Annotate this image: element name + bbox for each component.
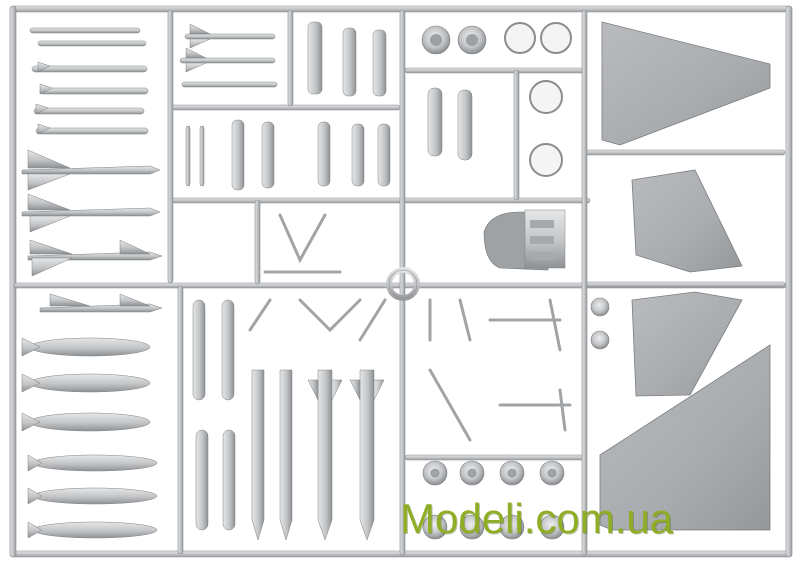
sprue-center-ring [386, 267, 420, 301]
watermark-text: Modeli.com.ua [400, 495, 674, 542]
pylon-parts-group [185, 21, 473, 191]
cockpit-panel-part [483, 209, 566, 271]
landing-gear-parts [248, 213, 572, 442]
small-missile-parts-group [179, 23, 278, 88]
wing-parts-group [599, 21, 771, 531]
vertical-missile-parts [192, 299, 385, 541]
missile-parts-group [21, 27, 163, 277]
sprue-frame [9, 5, 793, 558]
intake-ring-parts [421, 22, 572, 177]
bomb-parts-group [21, 293, 163, 539]
wheel-parts-group [422, 297, 610, 540]
